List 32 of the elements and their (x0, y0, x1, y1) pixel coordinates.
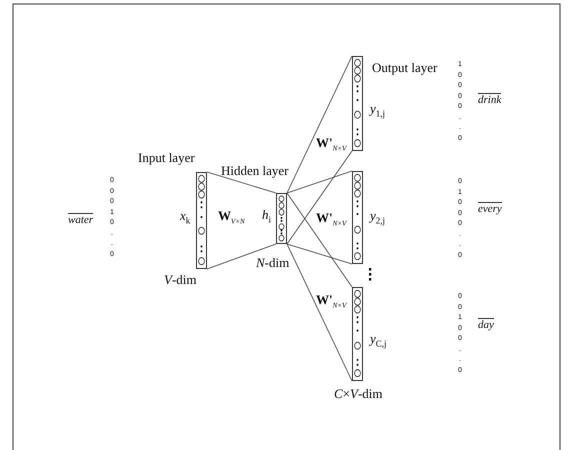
layer-label: y$_{2,j}$ (370, 208, 386, 228)
layer-label: C×V-dim (334, 386, 383, 401)
layer-label: Input layer (138, 150, 195, 165)
connection-line (286, 244, 352, 382)
connection-line (206, 244, 276, 270)
layer-label: N-dim (256, 255, 290, 270)
layer-label: h$_{i}$ (262, 207, 272, 227)
neuron-column (196, 172, 207, 269)
word-vector-label: day (478, 318, 494, 332)
connection-line (286, 150, 352, 244)
neuron-column (352, 56, 363, 151)
connection-line (286, 192, 352, 288)
word-vector-label: water (68, 213, 94, 227)
neuron-column (352, 171, 363, 264)
layer-label: V-dim (164, 272, 197, 287)
connection-line (286, 56, 352, 194)
layer-label: x$_{k}$ (180, 208, 190, 228)
connection-line (286, 244, 352, 264)
layer-label: Output layer (372, 60, 438, 75)
word-vector-label: every (478, 202, 502, 216)
weight-matrix-label: W$_{V×N}$ (218, 208, 245, 228)
connection-line (206, 172, 276, 194)
neuron-column (352, 287, 363, 381)
neuron-column (276, 193, 287, 244)
layer-label: Hidden layer (221, 163, 289, 178)
weight-matrix-label: W'$_{N×V}$ (316, 135, 346, 155)
word-vector-label: drink (478, 93, 502, 107)
layer-label: y$_{C,j}$ (370, 331, 387, 351)
connection-line (286, 170, 352, 194)
layer-label: y$_{1,j}$ (370, 101, 386, 121)
weight-matrix-label: W'$_{N×V}$ (316, 292, 346, 312)
weight-matrix-label: W'$_{N×V}$ (316, 210, 346, 230)
